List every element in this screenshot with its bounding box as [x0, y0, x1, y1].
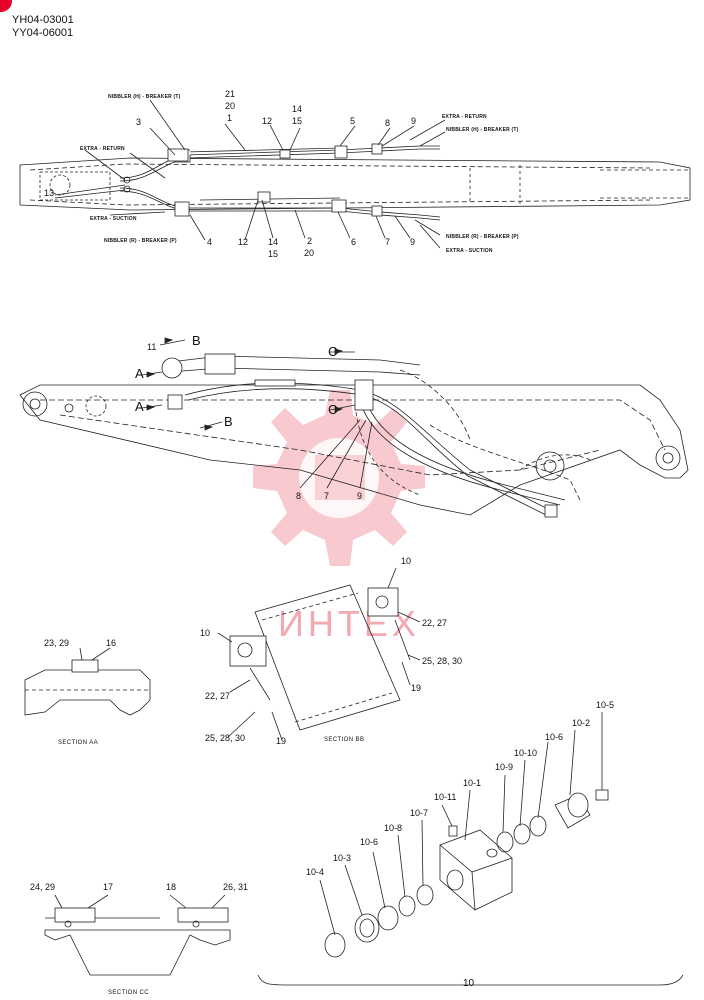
callout: 14	[268, 237, 279, 247]
section-cc-title: SECTION CC	[108, 990, 150, 996]
callout: 9	[357, 491, 363, 501]
callout: 8	[296, 491, 302, 501]
assembly-10-drawing	[257, 712, 684, 986]
callout: 16	[106, 638, 117, 648]
callout: 19	[411, 683, 422, 693]
callout: 25, 28, 30	[205, 733, 246, 743]
top-view-boom	[19, 99, 691, 249]
callout: 12	[262, 116, 273, 126]
callout: 22, 27	[422, 618, 448, 628]
drawing-codes: YH04-03001 YY04-06001	[12, 14, 74, 40]
label-extra-suction-right: EXTRA - SUCTION	[446, 248, 493, 254]
section-aa-drawing	[24, 647, 151, 716]
section-marker: C	[328, 402, 338, 417]
callout: 7	[385, 237, 391, 247]
callout: 8	[385, 118, 391, 128]
callout: 9	[411, 116, 417, 126]
callout: 7	[324, 491, 330, 501]
callout: 15	[292, 116, 303, 126]
section-aa-title: SECTION AA	[58, 740, 99, 746]
callout: 9	[410, 237, 416, 247]
part-callout: 10-3	[333, 853, 352, 863]
section-bb-drawing	[217, 567, 421, 741]
callout: 4	[207, 237, 213, 247]
callout: 10	[401, 556, 412, 566]
label-nibbler-t-right: NIBBLER (H) - BREAKER (T)	[446, 127, 519, 133]
callout: 23, 29	[44, 638, 70, 648]
callout: 20	[225, 101, 236, 111]
callout: 18	[166, 882, 177, 892]
label-extra-suction-left: EXTRA - SUCTION	[90, 216, 137, 222]
callout: 6	[351, 237, 357, 247]
part-callout: 10-7	[410, 808, 429, 818]
drawing-code: YH04-03001	[12, 14, 74, 26]
callout: 3	[136, 117, 142, 127]
label-extra-return-left: EXTRA - RETURN	[80, 146, 125, 152]
part-callout: 10-1	[463, 778, 482, 788]
assembly-label: 10	[463, 978, 475, 989]
callout: 13	[44, 188, 55, 198]
part-callout: 10-8	[384, 823, 403, 833]
label-nibbler-p-left: NIBBLER (R) - BREAKER (P)	[104, 238, 177, 244]
callout: 1	[227, 113, 233, 123]
callout: 26, 31	[223, 882, 249, 892]
callout: 22, 27	[205, 691, 231, 701]
callout: 17	[103, 882, 114, 892]
callout: 10	[200, 628, 211, 638]
section-marker: A	[135, 366, 144, 381]
part-callout: 10-6	[360, 837, 379, 847]
callout: 12	[238, 237, 249, 247]
part-callout: 10-5	[596, 700, 615, 710]
label-extra-return-right: EXTRA - RETURN	[442, 114, 487, 120]
callout: 24, 29	[30, 882, 56, 892]
part-callout: 10-9	[495, 762, 514, 772]
side-view-boom	[19, 337, 689, 518]
callout: 19	[276, 736, 287, 746]
part-callout: 10-10	[514, 748, 538, 758]
callout: 15	[268, 249, 279, 259]
section-marker: A	[135, 399, 144, 414]
callout: 21	[225, 89, 236, 99]
drawing-code: YY04-06001	[12, 27, 74, 39]
watermark-gear-icon	[253, 390, 425, 566]
callout: 11	[147, 342, 157, 352]
label-nibbler-p-right: NIBBLER (R) - BREAKER (P)	[446, 234, 519, 240]
part-callout: 10-4	[306, 867, 325, 877]
section-marker: B	[224, 414, 233, 429]
section-marker: C	[328, 344, 338, 359]
callout: 14	[292, 104, 303, 114]
section-marker: B	[192, 333, 201, 348]
label-nibbler-t-left: NIBBLER (H) - BREAKER (T)	[108, 94, 181, 100]
callout: 5	[350, 116, 356, 126]
part-callout: 10-11	[434, 792, 457, 802]
part-callout: 10-2	[572, 718, 591, 728]
callout: 25, 28, 30	[422, 656, 463, 666]
callout: 20	[304, 248, 315, 258]
section-cc-drawing	[44, 894, 231, 976]
section-bb-title: SECTION BB	[324, 737, 365, 743]
callout: 2	[307, 236, 313, 246]
part-callout: 10-6	[545, 732, 564, 742]
